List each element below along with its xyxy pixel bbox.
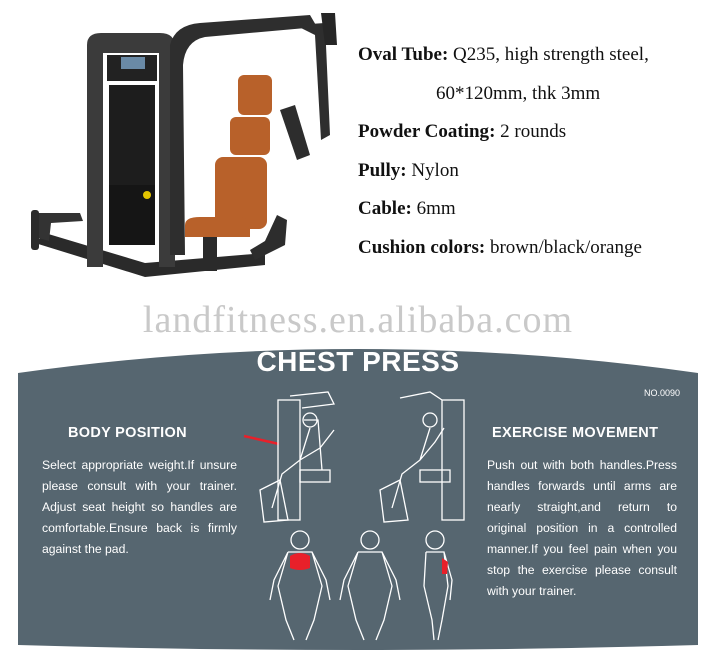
- spec-cushion-colors: Cushion colors: brown/black/orange: [358, 236, 642, 258]
- panel-title: CHEST PRESS: [256, 346, 460, 377]
- model-number: NO.0090: [643, 388, 680, 398]
- product-photo-section: Oval Tube: Q235, high strength steel, 60…: [0, 0, 716, 300]
- exercise-movement-heading: EXERCISE MOVEMENT: [492, 425, 659, 441]
- exercise-illustrations: [259, 391, 465, 641]
- spec-pully: Pully: Nylon: [358, 159, 459, 181]
- machine-end-position-sketch: [379, 391, 465, 523]
- spec-cable: Cable: 6mm: [358, 198, 456, 219]
- spec-oval-tube: Oval Tube: Q235, high strength steel,: [358, 44, 649, 65]
- chest-highlight-front: [290, 553, 310, 570]
- body-position-heading: BODY POSITION: [68, 425, 187, 441]
- spec-powder-coating: Powder Coating: 2 rounds: [358, 121, 567, 142]
- chest-highlight-side: [442, 558, 448, 574]
- exercise-movement-text: Push out with both handles.Press handles…: [487, 458, 677, 598]
- anatomy-front-figure: [269, 530, 331, 641]
- chest-press-machine-image: [31, 13, 337, 277]
- body-position-text: Select appropriate weight.If unsure plea…: [42, 458, 237, 556]
- spec-list: Oval Tube: Q235, high strength steel, 60…: [358, 42, 716, 273]
- watermark-text: landfitness.en.alibaba.com: [142, 299, 574, 341]
- anatomy-side-figure: [423, 530, 453, 641]
- machine-start-position-sketch: [259, 391, 335, 523]
- spec-oval-tube-dimensions: 60*120mm, thk 3mm: [436, 82, 601, 104]
- anatomy-back-figure: [339, 530, 401, 641]
